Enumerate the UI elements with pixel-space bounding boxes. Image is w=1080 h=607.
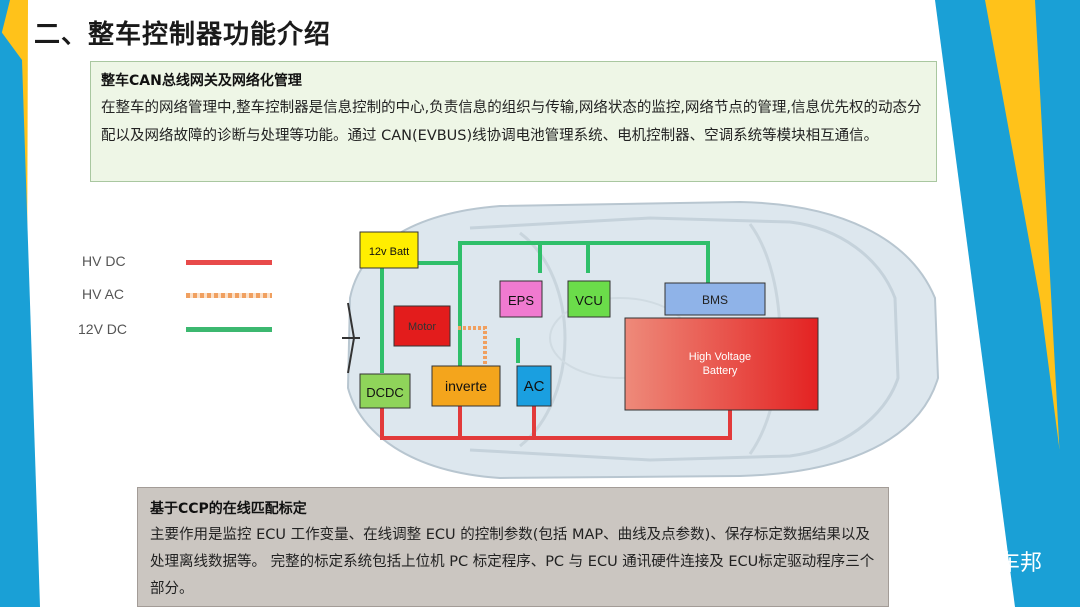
legend-label-12v-dc: 12V DC: [78, 321, 128, 337]
wire-hv-ac: [458, 326, 487, 366]
legend-line-hv-dc: [186, 260, 272, 265]
car-cabin-outline: [469, 216, 900, 462]
can-gateway-heading: 整车CAN总线网关及网络化管理: [101, 73, 302, 89]
page-title: 二、整车控制器功能介绍: [34, 20, 332, 50]
hv-battery-label-line2: Battery: [703, 365, 738, 377]
legend-line-hv-ac: [186, 293, 272, 298]
ac-label: AC: [524, 378, 545, 395]
left-blue-stripe: [0, 30, 40, 607]
legend-label-hv-dc: HV DC: [82, 253, 126, 269]
vehicle-wiring-diagram: 12v Batt EPS VCU BMS Motor High Voltage …: [342, 200, 940, 480]
legend-label-hv-ac: HV AC: [82, 286, 125, 302]
hv-battery-box: [624, 317, 819, 411]
inverter-label: inverte: [445, 378, 487, 394]
inverter-box: [431, 365, 501, 407]
vcu-box: [567, 280, 611, 318]
12v-battery-label: 12v Batt: [369, 246, 409, 258]
can-gateway-section: 整车CAN总线网关及网络化管理 在整车的网络管理中,整车控制器是信息控制的中心,…: [90, 61, 937, 182]
motor-label: Motor: [408, 321, 436, 333]
radiator-fan-icon: [342, 302, 360, 374]
right-blue-edge: [1035, 0, 1080, 607]
watermark-text: EV汽车邦: [946, 550, 1042, 575]
legend-line-12v-dc: [186, 327, 272, 332]
left-blue-corner: [0, 0, 10, 40]
wires-hv-dc: [380, 403, 732, 440]
ccp-calibration-section: 基于CCP的在线匹配标定 主要作用是监控 ECU 工作变量、在线调整 ECU 的…: [137, 487, 889, 607]
dcdc-label: DCDC: [366, 385, 404, 400]
eps-box: [499, 280, 543, 318]
wechat-icon: [898, 545, 929, 570]
ccp-calibration-body: 主要作用是监控 ECU 工作变量、在线调整 ECU 的控制参数(包括 MAP、曲…: [150, 527, 875, 597]
bms-box: [664, 282, 766, 316]
hv-battery-label-line1: High Voltage: [689, 351, 751, 363]
dcdc-box: [359, 373, 411, 409]
wires-12v-dc: [380, 241, 710, 373]
can-gateway-body: 在整车的网络管理中,整车控制器是信息控制的中心,负责信息的组织与传输,网络状态的…: [101, 100, 922, 144]
eps-label: EPS: [508, 293, 534, 308]
motor-box: [393, 305, 451, 347]
12v-battery-box: [359, 231, 419, 269]
vcu-label: VCU: [575, 293, 602, 308]
ac-box: [516, 365, 552, 407]
bms-label: BMS: [702, 293, 728, 307]
ccp-calibration-heading: 基于CCP的在线匹配标定: [150, 501, 307, 517]
